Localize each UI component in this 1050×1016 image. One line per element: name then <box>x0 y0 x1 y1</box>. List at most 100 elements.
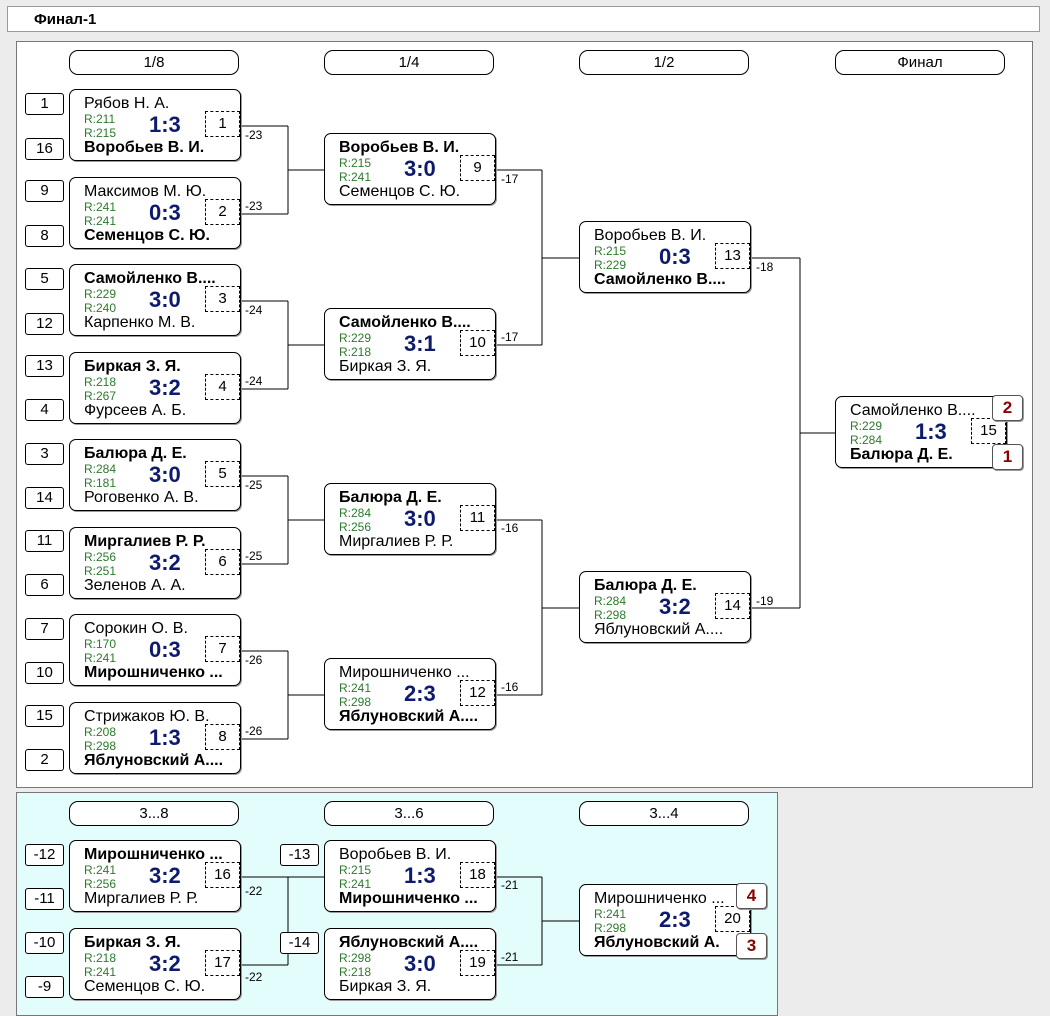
player-1-rating: R:284 <box>594 594 627 608</box>
transition-label: -21 <box>501 950 519 964</box>
transition-label: -25 <box>245 478 263 492</box>
player-1-rating: R:229 <box>850 419 883 433</box>
seed-number: -13 <box>280 844 319 866</box>
match-score: 0:3 <box>659 244 691 269</box>
match-score: 3:2 <box>659 594 691 619</box>
player-2-rating: R:241 <box>84 651 117 665</box>
match-score: 2:3 <box>659 907 691 932</box>
player-2-rating: R:251 <box>84 564 117 578</box>
place-badge: 1 <box>992 444 1023 470</box>
match-score: 3:2 <box>149 863 181 888</box>
player-2-name: Зеленов А. А. <box>84 577 186 594</box>
match-number: 1 <box>205 111 240 137</box>
seed-number: 12 <box>25 313 64 335</box>
place-badge: 2 <box>992 395 1023 421</box>
player-2-rating: R:267 <box>84 389 117 403</box>
round-header: 1/4 <box>324 50 494 75</box>
transition-label: -16 <box>501 521 519 535</box>
seed-number: 11 <box>25 530 64 552</box>
transition-label: -23 <box>245 128 263 142</box>
transition-label: -21 <box>501 878 519 892</box>
transition-label: -25 <box>245 549 263 563</box>
player-2-name: Яблуновский А.... <box>594 621 724 638</box>
page-title: Финал-1 <box>34 11 97 28</box>
player-2-rating: R:218 <box>339 965 372 979</box>
player-1-rating: R:284 <box>339 506 372 520</box>
player-2-rating: R:241 <box>339 877 372 891</box>
match-number: 4 <box>205 374 240 400</box>
match-number: 20 <box>715 906 750 932</box>
seed-number: 9 <box>25 180 64 202</box>
seed-number: 13 <box>25 355 64 377</box>
player-2-rating: R:229 <box>594 258 627 272</box>
player-2-rating: R:256 <box>339 520 372 534</box>
player-2-name: Миргалиев Р. Р. <box>339 533 454 550</box>
player-1-rating: R:215 <box>339 863 372 877</box>
match-score: 3:2 <box>149 550 181 575</box>
player-1-rating: R:284 <box>84 462 117 476</box>
seed-number: -14 <box>280 932 319 954</box>
round-header: 3...6 <box>324 801 494 826</box>
player-1-rating: R:241 <box>594 907 627 921</box>
round-header: 3...4 <box>579 801 749 826</box>
player-2-rating: R:298 <box>339 695 372 709</box>
player-2-name: Яблуновский А. <box>594 934 720 951</box>
player-1-rating: R:211 <box>84 112 116 126</box>
seed-number: 8 <box>25 225 64 247</box>
match-number: 12 <box>460 680 495 706</box>
title-bar: Финал-1 <box>7 6 1040 32</box>
player-1-rating: R:229 <box>84 287 117 301</box>
player-1-rating: R:241 <box>84 200 117 214</box>
player-2-name: Семенцов С. Ю. <box>84 227 210 244</box>
player-1-rating: R:215 <box>594 244 627 258</box>
player-2-rating: R:298 <box>594 921 627 935</box>
player-2-rating: R:284 <box>850 433 883 447</box>
match-score: 2:3 <box>404 681 436 706</box>
match-score: 0:3 <box>149 637 181 662</box>
seed-number: 4 <box>25 399 64 421</box>
player-2-name: Биркая З. Я. <box>339 978 432 995</box>
seed-number: 6 <box>25 574 64 596</box>
player-1-rating: R:218 <box>84 951 117 965</box>
round-header: 1/8 <box>69 50 239 75</box>
player-2-name: Миргалиев Р. Р. <box>84 890 199 907</box>
round-header: 1/2 <box>579 50 749 75</box>
seed-number: 3 <box>25 443 64 465</box>
player-1-rating: R:215 <box>339 156 372 170</box>
place-badge: 3 <box>736 933 767 959</box>
seed-number: 15 <box>25 705 64 727</box>
match-number: 15 <box>971 418 1006 444</box>
match-number: 19 <box>460 950 495 976</box>
transition-label: -19 <box>756 594 774 608</box>
transition-label: -18 <box>756 260 774 274</box>
match-number: 3 <box>205 286 240 312</box>
match-number: 5 <box>205 461 240 487</box>
match-score: 3:0 <box>404 951 436 976</box>
match-number: 8 <box>205 724 240 750</box>
seed-number: 2 <box>25 749 64 771</box>
player-1-rating: R:241 <box>84 863 117 877</box>
transition-label: -26 <box>245 724 263 738</box>
player-2-rating: R:218 <box>339 345 372 359</box>
